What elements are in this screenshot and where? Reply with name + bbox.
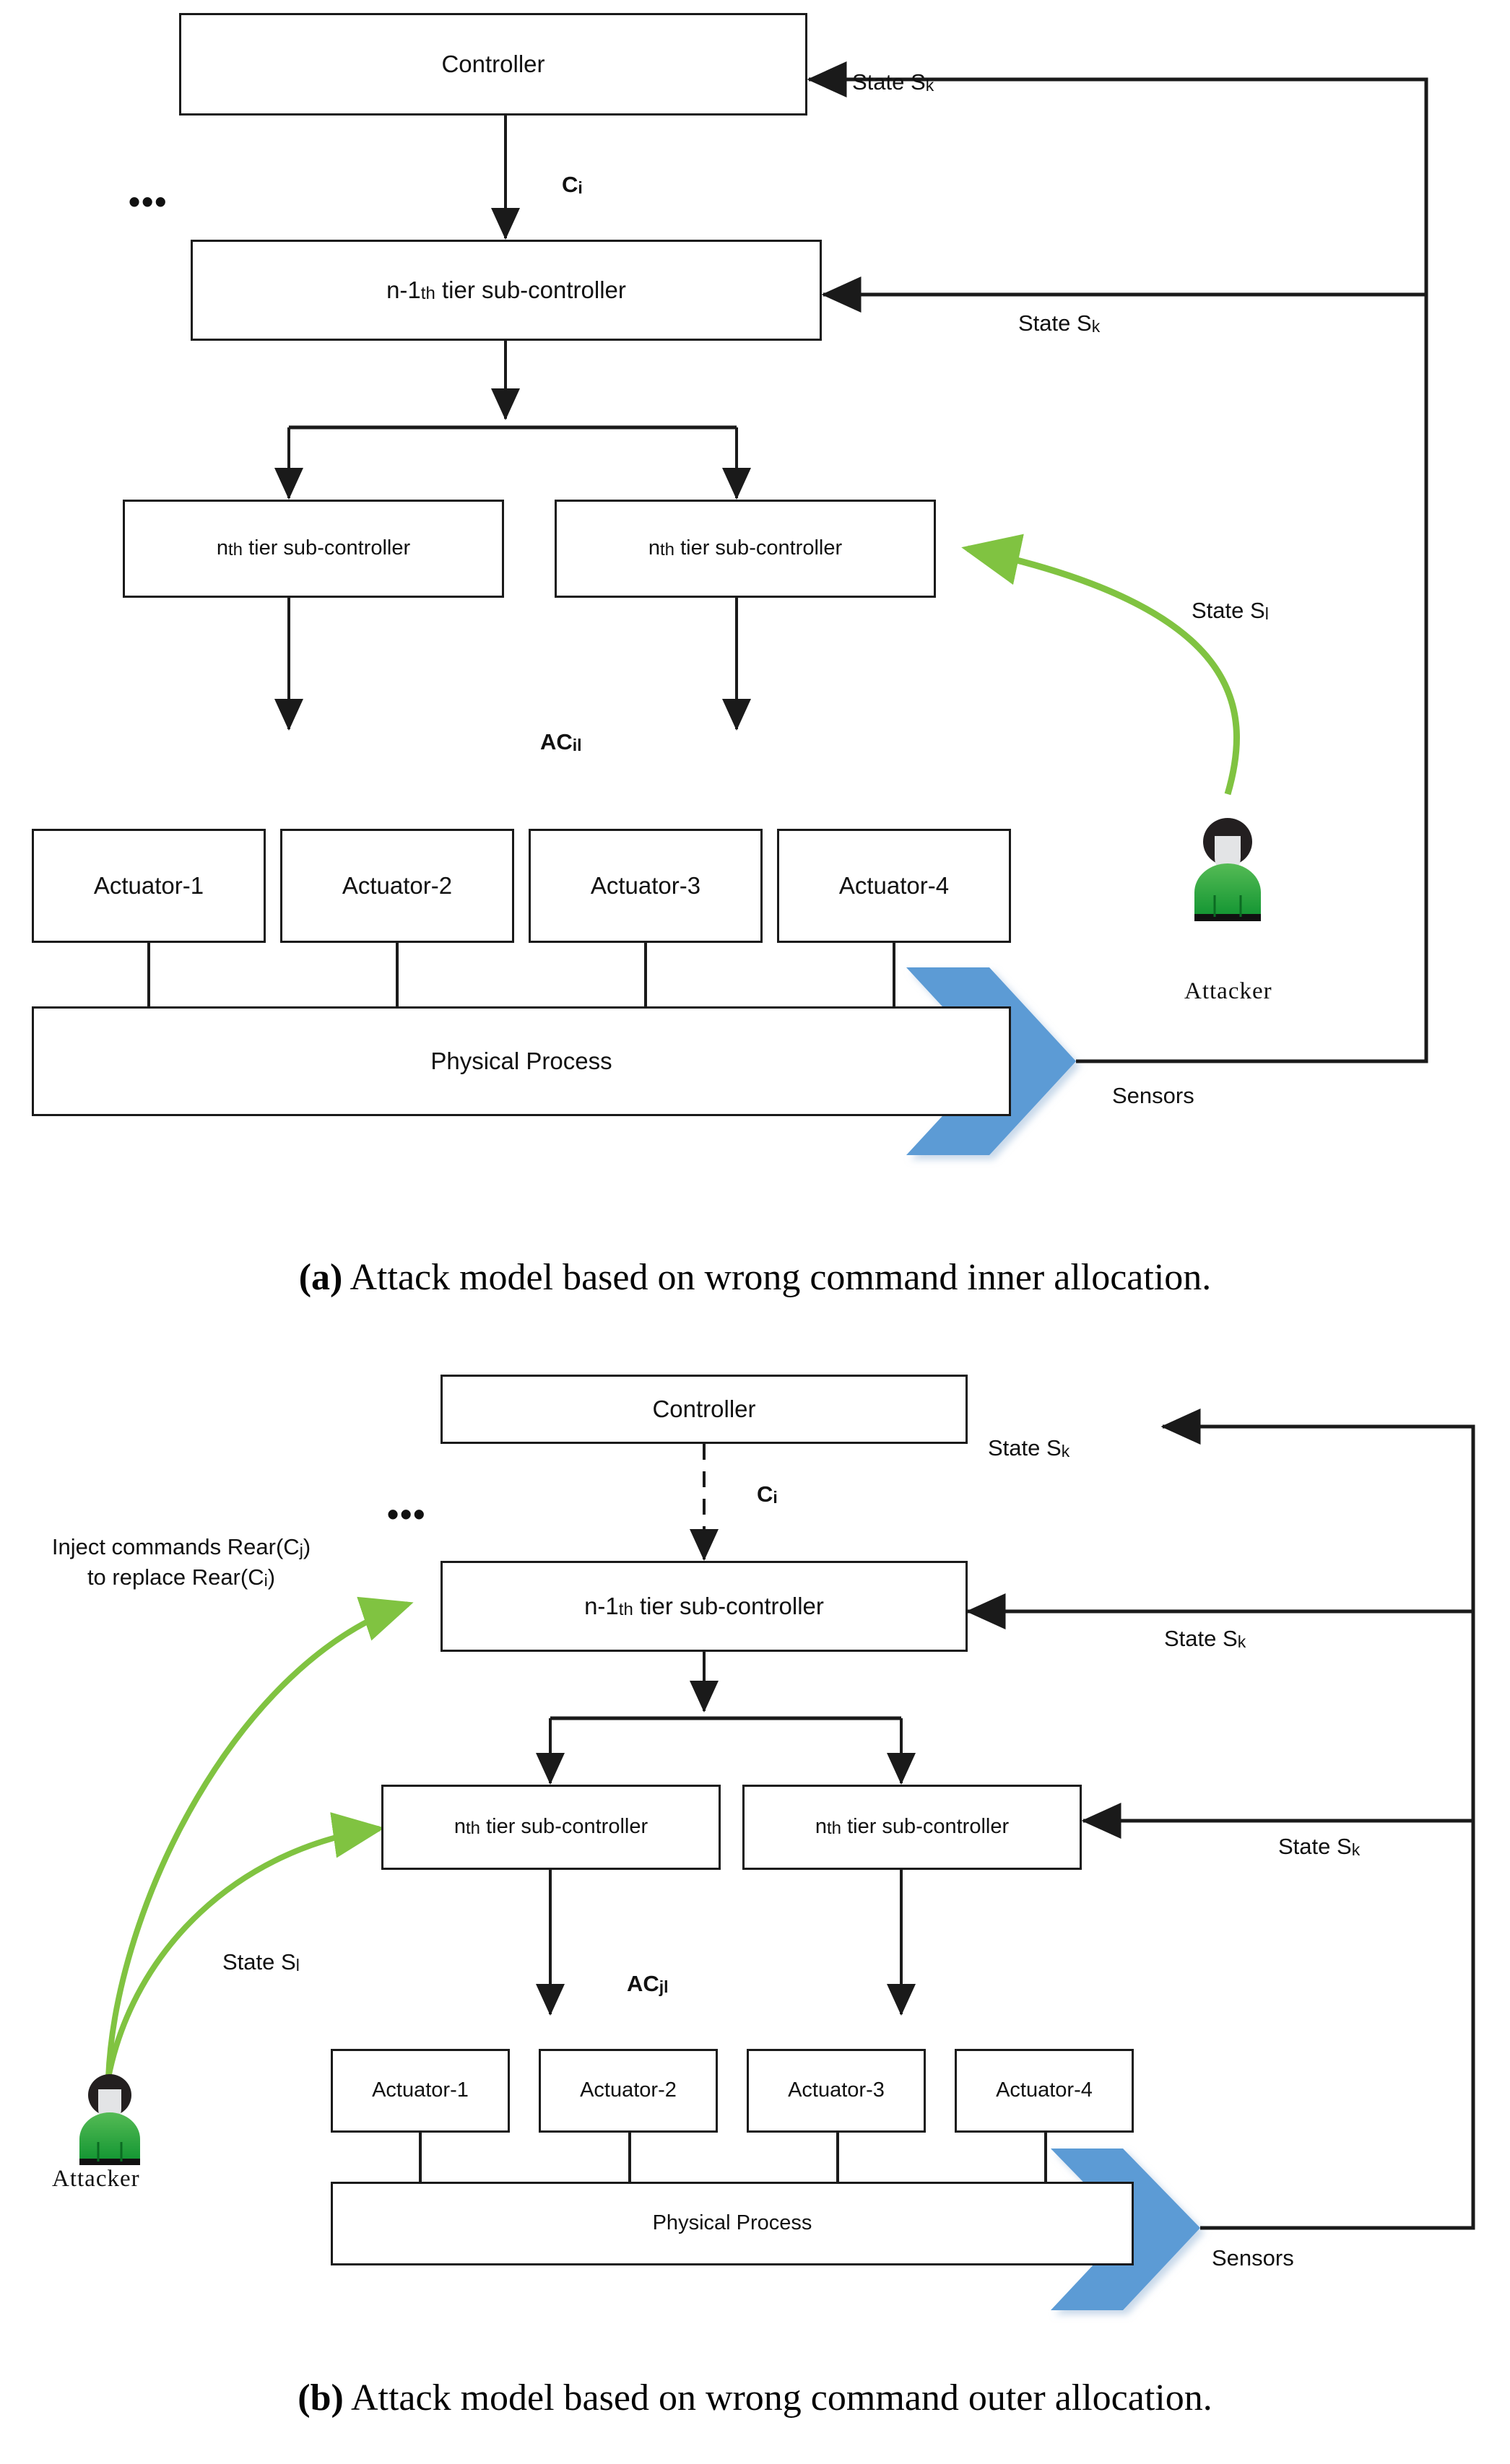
- label-allocation-acjl-b: ACjl: [627, 1971, 669, 1996]
- node-tier-n1-a-label: n-1th tier sub-controller: [386, 276, 626, 303]
- figure-b-caption-marker: (b): [298, 2377, 344, 2419]
- node-actuator-3-a-label: Actuator-3: [590, 871, 701, 899]
- node-actuator-4-b[interactable]: Actuator-4: [955, 2049, 1134, 2133]
- node-tier-n-left-b[interactable]: nth tier sub-controller: [381, 1785, 721, 1870]
- node-physical-process-b[interactable]: Physical Process: [331, 2182, 1134, 2265]
- label-attacker-b: Attacker: [52, 2166, 140, 2192]
- attacker-icon-b: [79, 2074, 140, 2165]
- node-actuator-2-a[interactable]: Actuator-2: [280, 829, 514, 943]
- ellipsis-b: •••: [387, 1495, 427, 1533]
- figure-b-caption: (b) Attack model based on wrong command …: [0, 2377, 1510, 2419]
- node-actuator-1-b[interactable]: Actuator-1: [331, 2049, 510, 2133]
- node-actuator-3-b-label: Actuator-3: [788, 2078, 885, 2102]
- node-tier-n-right-a-label: nth tier sub-controller: [648, 536, 843, 560]
- node-actuator-2-a-label: Actuator-2: [342, 871, 453, 899]
- node-controller-a[interactable]: Controller: [179, 13, 807, 116]
- attacker-icon: [1194, 818, 1261, 921]
- label-sensors-a: Sensors: [1112, 1083, 1194, 1108]
- figure-a-caption: (a) Attack model based on wrong command …: [0, 1256, 1510, 1299]
- label-state-sl-b: State Sl: [222, 1949, 300, 1975]
- node-controller-b-label: Controller: [652, 1395, 756, 1422]
- label-allocation-acil-a: ACil: [540, 729, 582, 754]
- node-controller-b[interactable]: Controller: [441, 1375, 968, 1444]
- label-state-sk-low-b: State Sk: [1278, 1834, 1361, 1859]
- node-tier-n-left-b-label: nth tier sub-controller: [454, 1815, 648, 1839]
- edge-feedback-to-controller-b: [1160, 1409, 1475, 2230]
- label-sensors-b: Sensors: [1212, 2245, 1294, 2271]
- edge-attack-state-sl-b: [105, 1812, 385, 2078]
- node-tier-n-right-b-label: nth tier sub-controller: [815, 1815, 1010, 1839]
- label-inject-commands-b: Inject commands Rear(Cj) to replace Rear…: [12, 1532, 351, 1593]
- label-command-ci-a: Ci: [562, 172, 583, 197]
- node-physical-process-b-label: Physical Process: [652, 2211, 812, 2235]
- label-command-ci-b: Ci: [757, 1481, 778, 1507]
- node-physical-process-a-label: Physical Process: [430, 1047, 612, 1074]
- node-actuator-4-a[interactable]: Actuator-4: [777, 829, 1011, 943]
- node-actuator-1-a-label: Actuator-1: [93, 871, 204, 899]
- edge-attack-inject-commands-b: [105, 1596, 414, 2078]
- sensors-chevron-icon-b: [1051, 2149, 1200, 2310]
- edge-feedback-to-controller: [807, 61, 1428, 1063]
- node-tier-n1-b-label: n-1th tier sub-controller: [584, 1592, 824, 1619]
- node-tier-n-right-b[interactable]: nth tier sub-controller: [742, 1785, 1082, 1870]
- node-tier-n-left-a-label: nth tier sub-controller: [216, 536, 411, 560]
- node-actuator-2-b[interactable]: Actuator-2: [539, 2049, 718, 2133]
- node-tier-n1-b[interactable]: n-1th tier sub-controller: [441, 1561, 968, 1652]
- node-actuator-1-a[interactable]: Actuator-1: [32, 829, 266, 943]
- node-actuator-2-b-label: Actuator-2: [580, 2078, 677, 2102]
- label-state-sk-top-b: State Sk: [988, 1435, 1070, 1460]
- inject-line-1: Inject commands Rear(Cj): [51, 1534, 311, 1559]
- label-attacker-a: Attacker: [1184, 978, 1272, 1004]
- inject-line-2: to replace Rear(Ci): [87, 1564, 276, 1590]
- label-state-sk-top-a: State Sk: [852, 69, 934, 95]
- node-actuator-3-a[interactable]: Actuator-3: [529, 829, 763, 943]
- label-state-sk-mid-b: State Sk: [1164, 1626, 1246, 1651]
- node-actuator-4-a-label: Actuator-4: [838, 871, 950, 899]
- node-tier-n-left-a[interactable]: nth tier sub-controller: [123, 500, 504, 598]
- node-physical-process-a[interactable]: Physical Process: [32, 1006, 1011, 1116]
- sensors-chevron-icon: [906, 967, 1076, 1155]
- node-tier-n-right-a[interactable]: nth tier sub-controller: [555, 500, 936, 598]
- node-actuator-3-b[interactable]: Actuator-3: [747, 2049, 926, 2133]
- node-tier-n1-a[interactable]: n-1th tier sub-controller: [191, 240, 822, 341]
- label-state-sl-a: State Sl: [1192, 598, 1269, 623]
- figure-a-caption-text: Attack model based on wrong command inne…: [342, 1257, 1212, 1298]
- label-state-sk-mid-a: State Sk: [1018, 310, 1101, 336]
- figure-a-caption-marker: (a): [298, 1257, 343, 1298]
- node-actuator-1-b-label: Actuator-1: [372, 2078, 469, 2102]
- node-actuator-4-b-label: Actuator-4: [996, 2078, 1093, 2102]
- figure-b-caption-text: Attack model based on wrong command oute…: [343, 2377, 1212, 2419]
- edge-attack-state-sl: [961, 534, 1240, 796]
- node-controller-a-label: Controller: [441, 50, 545, 77]
- ellipsis-a: •••: [129, 183, 168, 220]
